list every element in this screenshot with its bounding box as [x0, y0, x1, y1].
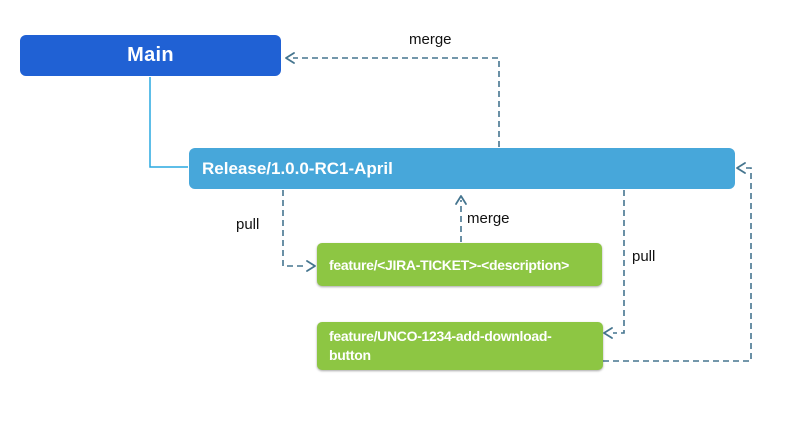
- edge-feature-unco-to-release: [603, 167, 752, 362]
- arrowhead-left-into-main-icon: [285, 52, 295, 64]
- edge-pull-release-to-feature-unco: [613, 190, 625, 334]
- arrowhead-left-into-feature-unco-icon: [603, 327, 613, 339]
- node-release-label: Release/1.0.0-RC1-April: [202, 158, 393, 178]
- node-feature-unco-branch: feature/UNCO-1234-add-download-button: [317, 322, 603, 370]
- edge-label-pull-release-to-feature-unco: pull: [632, 248, 656, 265]
- node-release-branch: Release/1.0.0-RC1-April: [189, 148, 735, 189]
- arrowhead-left-into-release-icon: [736, 162, 746, 174]
- node-feature-unco-label: feature/UNCO-1234-add-download-button: [329, 328, 552, 363]
- edge-label-pull-release-to-feature-template: pull: [236, 216, 260, 233]
- node-feature-template-branch: feature/<JIRA-TICKET>-<description>: [317, 243, 602, 286]
- node-main-branch: Main: [20, 35, 281, 76]
- arrowhead-up-into-release-icon: [455, 195, 467, 205]
- edge-label-merge-feature-template-to-release: merge: [467, 210, 510, 227]
- edge-pull-release-to-feature-template: [282, 190, 307, 267]
- edge-merge-release-to-main: [293, 57, 500, 147]
- branch-line-main-to-release: [149, 77, 188, 168]
- node-main-label: Main: [127, 44, 174, 66]
- edge-label-merge-release-to-main: merge: [409, 31, 452, 48]
- node-feature-template-label: feature/<JIRA-TICKET>-<description>: [329, 256, 570, 273]
- arrowhead-right-into-feature-template-icon: [306, 260, 316, 272]
